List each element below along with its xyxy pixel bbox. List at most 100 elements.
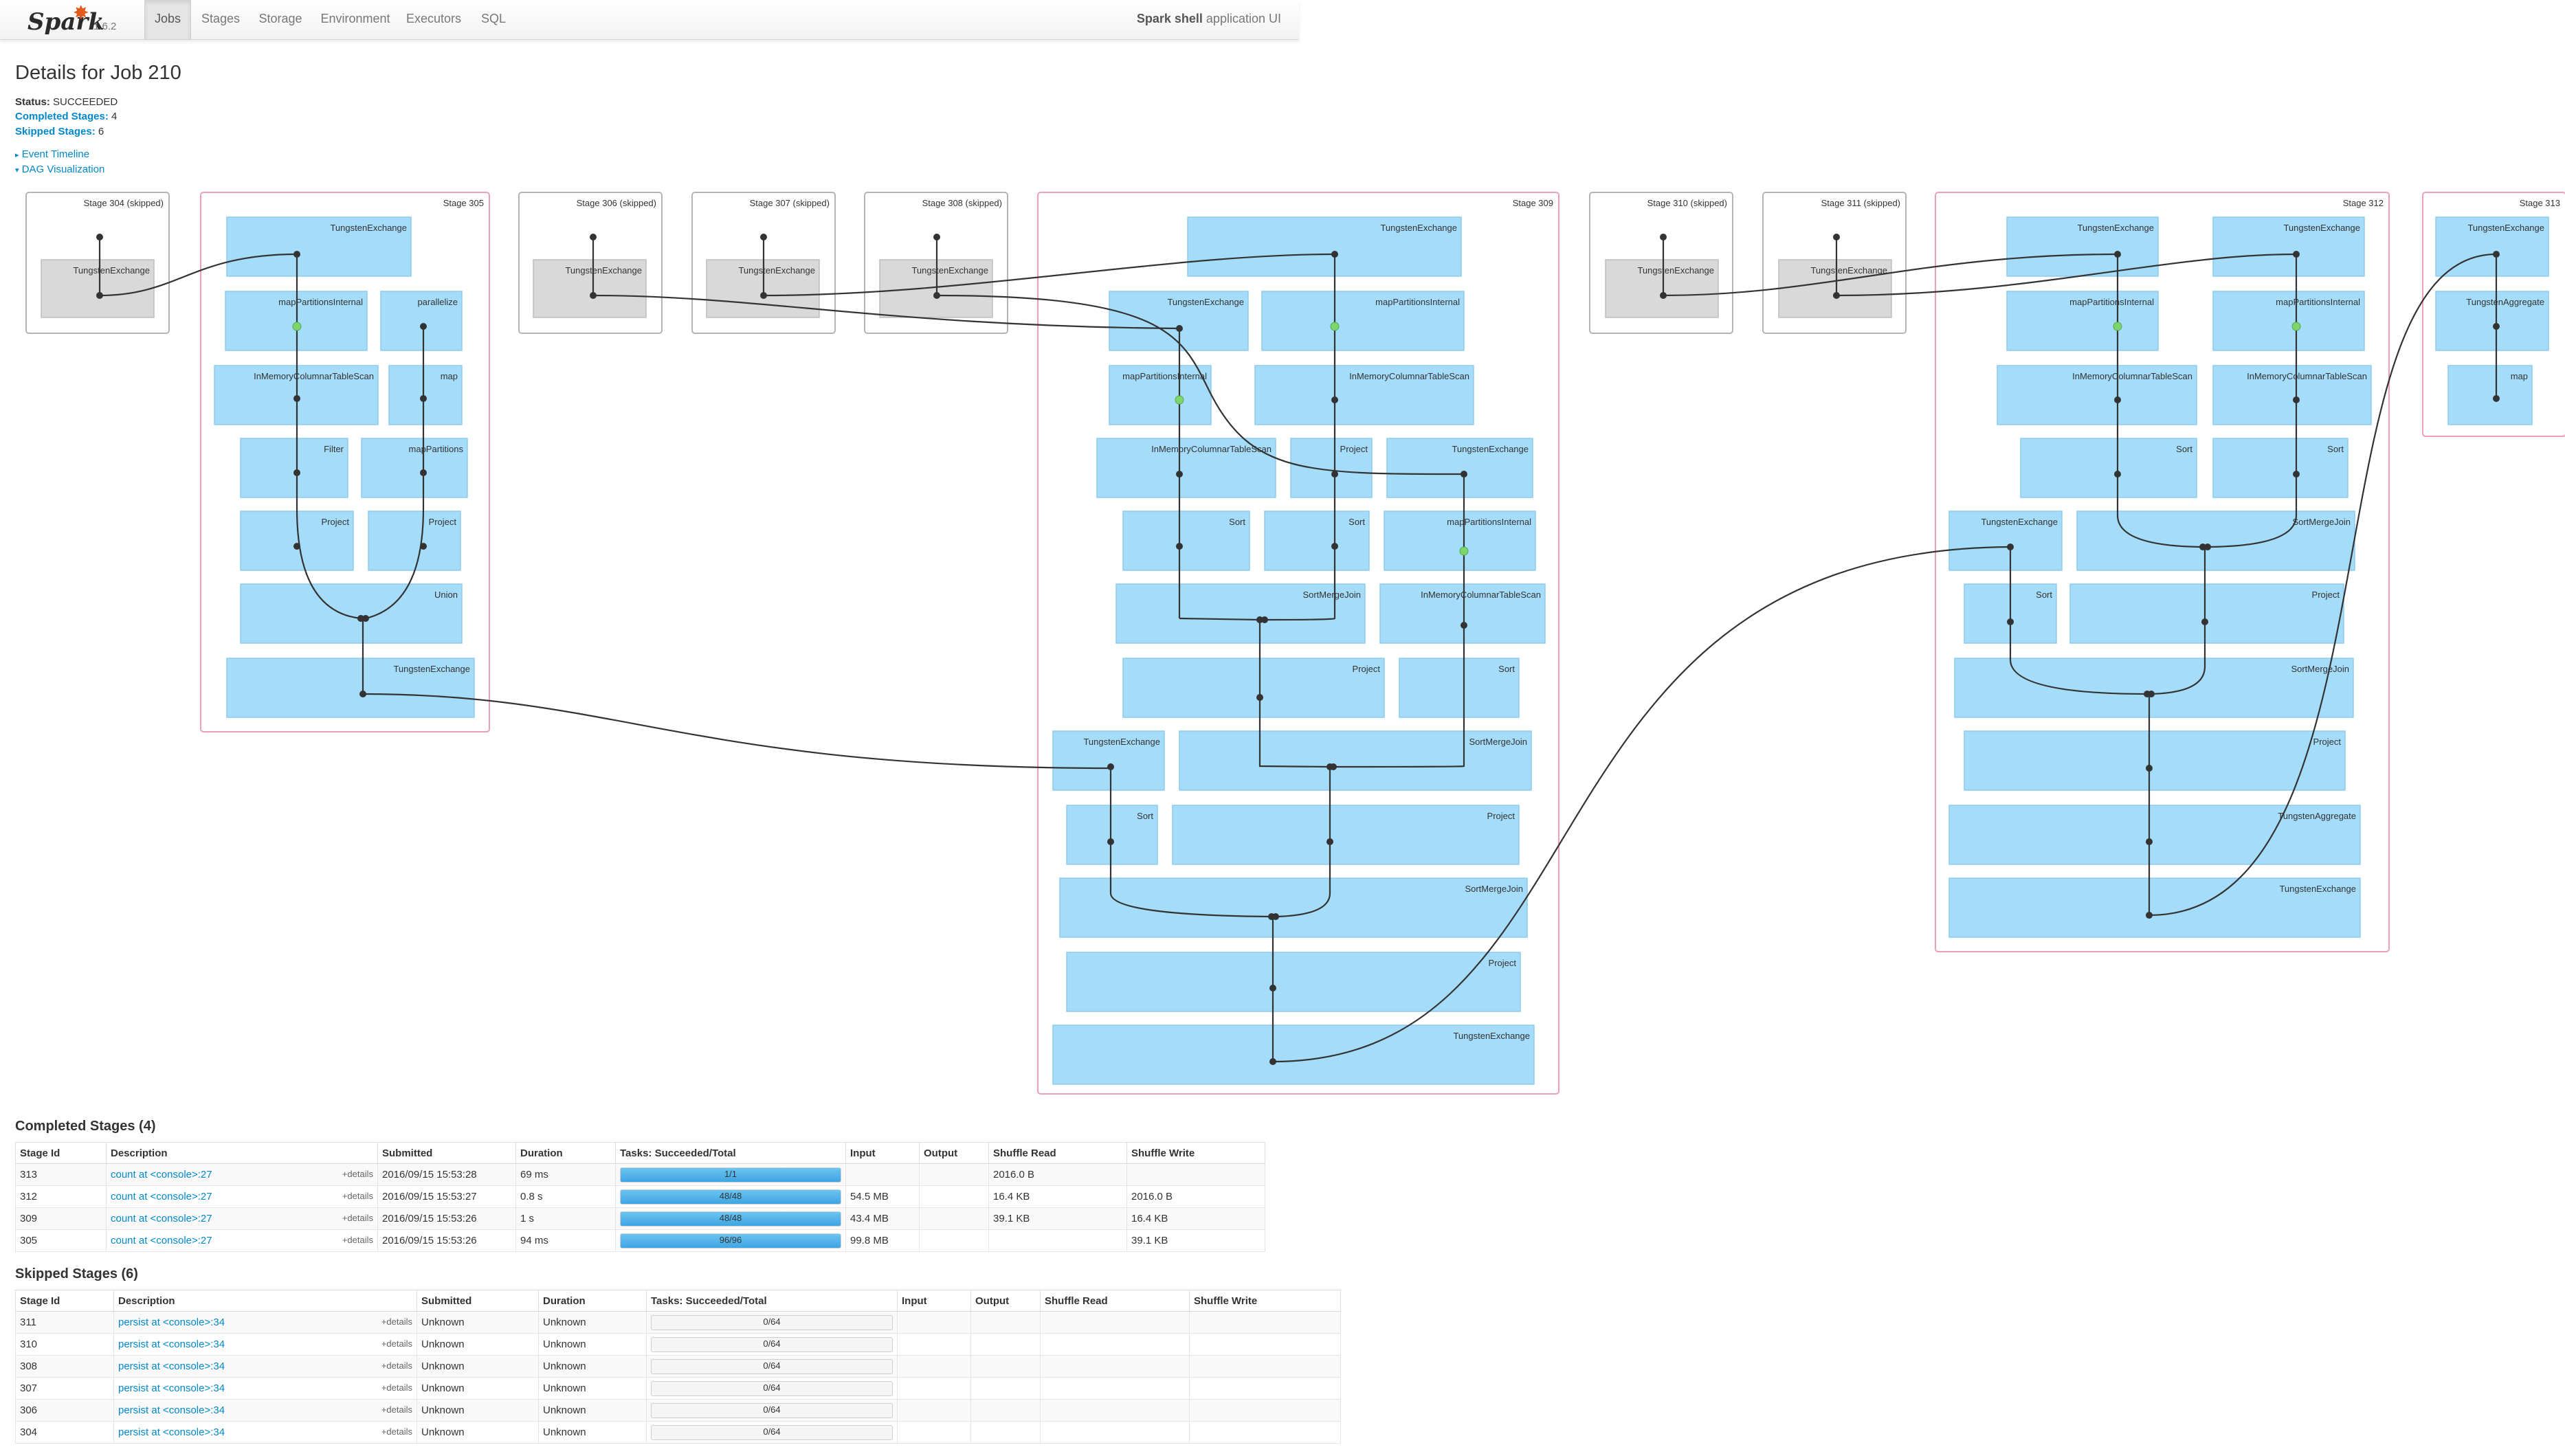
column-header-tasks-succeeded-total[interactable]: Tasks: Succeeded/Total <box>615 1142 846 1164</box>
stage-description-link[interactable]: persist at <console>:34 <box>118 1360 225 1372</box>
node-point <box>2146 765 2153 772</box>
stage-description-link[interactable]: persist at <console>:34 <box>118 1339 225 1350</box>
tasks-cell: 0/64 <box>646 1399 898 1422</box>
column-header-input[interactable]: Input <box>845 1142 920 1164</box>
column-header-shuffle-write[interactable]: Shuffle Write <box>1189 1290 1341 1312</box>
details-toggle[interactable]: +details <box>381 1404 412 1415</box>
tasks-progress-bar: 0/64 <box>651 1358 893 1374</box>
tab-executors[interactable]: Executors <box>406 12 462 25</box>
column-header-shuffle-read[interactable]: Shuffle Read <box>988 1142 1127 1164</box>
stage-description-link[interactable]: persist at <console>:34 <box>118 1382 225 1394</box>
column-header-duration[interactable]: Duration <box>538 1290 647 1312</box>
operation-label: Project <box>322 517 350 527</box>
operation-label: TungstenAggregate <box>2466 297 2544 307</box>
spark-logo[interactable]: Spark ✸ 1.6.2 <box>27 2 131 36</box>
column-header-tasks-succeeded-total[interactable]: Tasks: Succeeded/Total <box>646 1290 898 1312</box>
stage-label: Stage 312 <box>2343 198 2384 208</box>
tasks-progress-bar: 48/48 <box>620 1189 841 1205</box>
operation-node <box>2020 438 2197 498</box>
node-point <box>1660 234 1667 240</box>
input-cell <box>845 1163 920 1186</box>
column-header-output[interactable]: Output <box>919 1142 989 1164</box>
node-point <box>1331 543 1338 550</box>
stage-description-link[interactable]: persist at <console>:34 <box>118 1317 225 1328</box>
dependency-edge <box>362 693 1111 770</box>
dependency-edge <box>99 253 298 297</box>
operation-node <box>1122 511 1250 571</box>
dag-visualization-toggle[interactable]: ▾ DAG Visualization <box>15 164 104 175</box>
shuffle-read-cell <box>1040 1399 1190 1422</box>
column-header-stage-id[interactable]: Stage Id <box>15 1142 107 1164</box>
column-header-output[interactable]: Output <box>970 1290 1041 1312</box>
column-header-submitted[interactable]: Submitted <box>377 1142 516 1164</box>
node-point <box>1256 616 1263 623</box>
column-header-shuffle-write[interactable]: Shuffle Write <box>1126 1142 1265 1164</box>
operation-label: TungstenExchange <box>911 265 988 276</box>
duration-cell: Unknown <box>538 1355 647 1378</box>
operation-label: InMemoryColumnarTableScan <box>1421 590 1541 600</box>
column-header-description[interactable]: Description <box>113 1290 417 1312</box>
cached-point <box>2291 322 2301 331</box>
column-header-description[interactable]: Description <box>106 1142 378 1164</box>
details-toggle[interactable]: +details <box>381 1382 412 1393</box>
tab-jobs[interactable]: Jobs <box>144 0 191 39</box>
tasks-cell: 96/96 <box>615 1229 846 1252</box>
operation-node <box>1115 583 1366 644</box>
column-header-shuffle-read[interactable]: Shuffle Read <box>1040 1290 1190 1312</box>
event-timeline-label: Event Timeline <box>21 148 90 160</box>
description-cell: +details count at <console>:27 <box>106 1229 378 1252</box>
stage-description-link[interactable]: persist at <console>:34 <box>118 1404 225 1416</box>
details-toggle[interactable]: +details <box>381 1339 412 1349</box>
tasks-cell: 48/48 <box>615 1185 846 1208</box>
node-point <box>1330 763 1337 770</box>
operation-node <box>1052 1024 1535 1085</box>
column-header-input[interactable]: Input <box>897 1290 971 1312</box>
tab-stages[interactable]: Stages <box>201 12 241 25</box>
stage-description-link[interactable]: count at <console>:27 <box>111 1213 212 1224</box>
tab-storage[interactable]: Storage <box>258 12 302 25</box>
tasks-progress-bar: 0/64 <box>651 1424 893 1440</box>
stage-description-link[interactable]: persist at <console>:34 <box>118 1426 225 1438</box>
tab-environment[interactable]: Environment <box>320 12 390 25</box>
column-header-duration[interactable]: Duration <box>515 1142 616 1164</box>
stage-description-link[interactable]: count at <console>:27 <box>111 1169 212 1180</box>
operation-label: TungstenExchange <box>738 265 815 276</box>
node-point <box>1107 763 1114 770</box>
shuffle-read-cell: 39.1 KB <box>988 1207 1127 1230</box>
details-toggle[interactable]: +details <box>381 1426 412 1437</box>
operation-node <box>1964 730 2346 791</box>
arrow-right-icon: ▸ <box>15 151 19 159</box>
progress-text: 96/96 <box>719 1234 742 1245</box>
details-toggle[interactable]: +details <box>342 1191 373 1201</box>
completed-stages-count: 4 <box>111 111 118 122</box>
details-toggle[interactable]: +details <box>381 1317 412 1327</box>
column-header-submitted[interactable]: Submitted <box>417 1290 539 1312</box>
details-toggle[interactable]: +details <box>342 1169 373 1179</box>
operation-label: TungstenExchange <box>2283 223 2360 233</box>
skipped-stages-link[interactable]: Skipped Stages: <box>15 126 96 137</box>
details-toggle[interactable]: +details <box>342 1213 373 1223</box>
stage-id-cell: 307 <box>15 1377 114 1400</box>
submitted-cell: 2016/09/15 15:53:28 <box>377 1163 516 1186</box>
node-point <box>933 234 940 240</box>
tasks-cell: 0/64 <box>646 1355 898 1378</box>
details-toggle[interactable]: +details <box>342 1235 373 1245</box>
progress-text: 0/64 <box>763 1382 781 1393</box>
column-header-stage-id[interactable]: Stage Id <box>15 1290 114 1312</box>
event-timeline-toggle[interactable]: ▸ Event Timeline <box>15 148 89 160</box>
page-title: Details for Job 210 <box>15 62 181 84</box>
stage-id-cell: 310 <box>15 1333 114 1356</box>
operation-label: TungstenExchange <box>1981 517 2058 527</box>
stage-description-link[interactable]: count at <console>:27 <box>111 1235 212 1246</box>
details-toggle[interactable]: +details <box>381 1360 412 1371</box>
stage-description-link[interactable]: count at <console>:27 <box>111 1191 212 1202</box>
tasks-progress-bar: 96/96 <box>620 1233 841 1248</box>
operation-label: TungstenExchange <box>1167 297 1244 307</box>
description-cell: +details persist at <console>:34 <box>113 1399 417 1422</box>
completed-stages-link[interactable]: Completed Stages: <box>15 111 109 122</box>
output-cell <box>919 1229 989 1252</box>
tab-sql[interactable]: SQL <box>480 12 507 25</box>
